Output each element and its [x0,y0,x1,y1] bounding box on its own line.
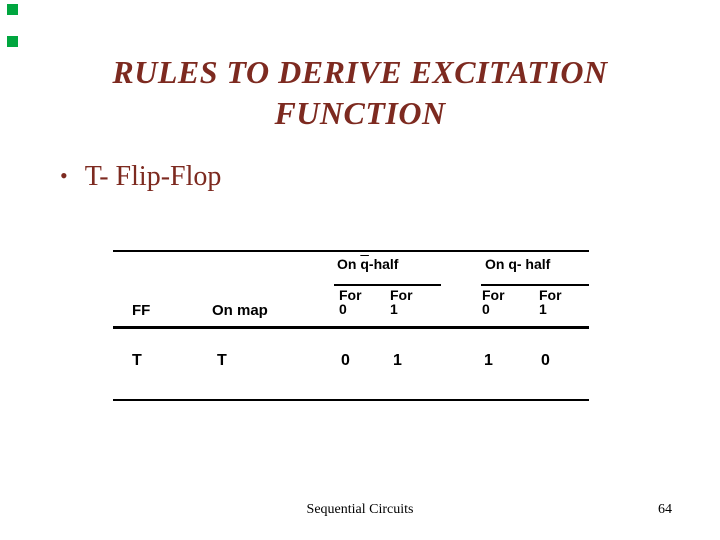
column-header-on-map: On map [212,302,268,319]
sub-header-for-1-left: For 1 [390,288,413,316]
group2-underline [481,284,589,286]
cell-value-0: 0 [341,352,350,369]
group1-underline [334,284,441,286]
table-bottom-rule [113,399,589,401]
q-bar-char: q [360,256,369,272]
sub-header-word: For [390,287,413,303]
sub-header-for-0-left: For 0 [339,288,362,316]
bullet-item: • T- Flip-Flop [60,161,221,192]
group-header-q-half: On q- half [485,256,551,272]
group1-prefix: On [337,256,361,272]
cell-ff: T [132,352,142,369]
table-header-rule [113,326,589,329]
sub-header-value: 0 [482,301,490,317]
cell-on-map: T [217,352,227,369]
title-line-1: RULES TO DERIVE EXCITATION [112,54,608,90]
footer-title: Sequential Circuits [306,502,414,517]
sub-header-value: 0 [339,301,347,317]
column-header-ff: FF [132,302,151,319]
sub-header-for-0-right: For 0 [482,288,505,316]
accent-square-bottom [7,36,18,47]
accent-square-top [7,4,18,15]
sub-header-value: 1 [539,301,547,317]
slide-title: RULES TO DERIVE EXCITATION FUNCTION [0,52,720,134]
excitation-table: On q-half On q- half For 0 For 1 For 0 F… [113,245,589,407]
sub-header-word: For [539,287,562,303]
table-top-rule [113,250,589,252]
page-number: 64 [658,502,672,517]
title-line-2: FUNCTION [274,95,446,131]
cell-value-1: 1 [393,352,402,369]
group-header-q-bar-half: On q-half [337,256,398,272]
cell-value-3: 0 [541,352,550,369]
group1-suffix: -half [368,256,399,272]
sub-header-value: 1 [390,301,398,317]
sub-header-for-1-right: For 1 [539,288,562,316]
sub-header-word: For [339,287,362,303]
cell-value-2: 1 [484,352,493,369]
bullet-marker-icon: • [60,163,68,188]
bullet-text: T- Flip-Flop [84,161,222,192]
sub-header-word: For [482,287,505,303]
